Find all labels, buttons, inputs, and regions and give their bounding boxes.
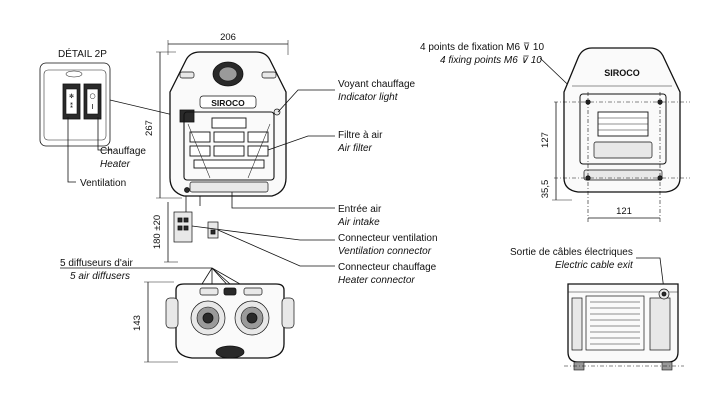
dim-height-value: 267 — [144, 120, 155, 136]
side-vent-slots — [585, 295, 645, 351]
conn-vent-label-fr: Connecteur ventilation — [338, 233, 438, 244]
cable-label-en: Electric cable exit — [555, 260, 634, 271]
off-symbol-icon: ○ — [89, 92, 95, 100]
fixing-label-fr: 4 points de fixation M6 ⊽ 10 — [420, 42, 544, 53]
dim-connector-value: 180 ±20 — [152, 215, 163, 249]
fixing-label-en: 4 fixing points M6 ⊽ 10 — [440, 55, 542, 66]
fan-level-icon: ⁑ — [70, 103, 73, 110]
voyant-label-fr: Voyant chauffage — [338, 79, 416, 90]
conn-vent-leader — [191, 225, 335, 241]
heater-switch-face — [86, 88, 99, 115]
air-filter-grill — [183, 111, 275, 181]
diffusers-label-fr: 5 diffuseurs d'air — [60, 258, 134, 269]
conn-chauf-label-fr: Connecteur chauffage — [338, 262, 437, 273]
ventilation-label-fr: Ventilation — [80, 178, 126, 189]
ventilation-connector — [173, 211, 193, 243]
detail-frame — [39, 62, 111, 147]
entree-leader — [231, 192, 335, 209]
brand-plate — [199, 95, 257, 109]
indicator-light — [273, 108, 281, 116]
rear-view: 4 points de fixation M6 ⊽ 10 4 fixing po… — [420, 42, 690, 224]
dim-fix-width-value: 121 — [616, 206, 632, 217]
front-view: 206 267 SIROCO — [144, 32, 416, 228]
top-vent-left — [179, 71, 195, 79]
voyant-label-en: Indicator light — [338, 92, 399, 103]
cable-exit-view: Sortie de câbles électriques Electric ca… — [510, 247, 684, 371]
voyant-leader — [277, 89, 335, 113]
detail-panel-outline — [43, 69, 107, 141]
chauffage-leader — [97, 117, 112, 151]
connector-port — [184, 187, 190, 193]
ventilation-switch-face — [65, 88, 78, 115]
entree-label-fr: Entrée air — [338, 204, 382, 215]
entree-label-en: Air intake — [337, 217, 380, 228]
diffuser-view: 5 diffuseurs d'air 5 air diffusers 143 — [60, 258, 295, 363]
ventilation-leader — [67, 117, 76, 183]
connectors-view: 180 ±20 Connecteur ventilation Ventilati… — [152, 196, 438, 286]
diffusers-label-en: 5 air diffusers — [70, 271, 130, 282]
filtre-label-fr: Filtre à air — [338, 130, 383, 141]
rear-brand-logo: SIROCO — [604, 68, 640, 78]
detail-2p-view: DÉTAIL 2P ✻ ⁑ ○ I Chauffage Heater Venti… — [39, 47, 187, 189]
side-diffuser-right — [281, 297, 295, 329]
detail-title: DÉTAIL 2P — [58, 47, 107, 60]
side-diffuser-left — [165, 297, 179, 329]
dim-fix-height-value: 127 — [540, 132, 551, 148]
top-vent-right — [261, 71, 277, 79]
fan-symbol-icon: ✻ — [69, 93, 74, 100]
conn-chauf-label-en: Heater connector — [338, 275, 415, 286]
brand-logo: SIROCO — [211, 98, 245, 108]
on-symbol-icon: I — [91, 103, 93, 111]
conn-vent-label-en: Ventilation connector — [338, 246, 432, 257]
dim-fix-offset-value: 35,5 — [540, 180, 551, 199]
cable-leader — [636, 257, 665, 291]
cable-label-fr: Sortie de câbles électriques — [510, 247, 633, 258]
conn-chauf-leader — [217, 229, 335, 267]
chauffage-label-fr: Chauffage — [100, 146, 146, 157]
dim-depth-value: 143 — [132, 315, 143, 331]
bottom-diffuser — [215, 345, 245, 359]
air-intake-slot — [189, 181, 269, 193]
filtre-label-en: Air filter — [337, 143, 373, 154]
filtre-leader — [267, 135, 335, 151]
chauffage-label-en: Heater — [100, 159, 131, 170]
detail-indicator-light — [65, 70, 83, 78]
dim-width-value: 206 — [220, 32, 236, 43]
